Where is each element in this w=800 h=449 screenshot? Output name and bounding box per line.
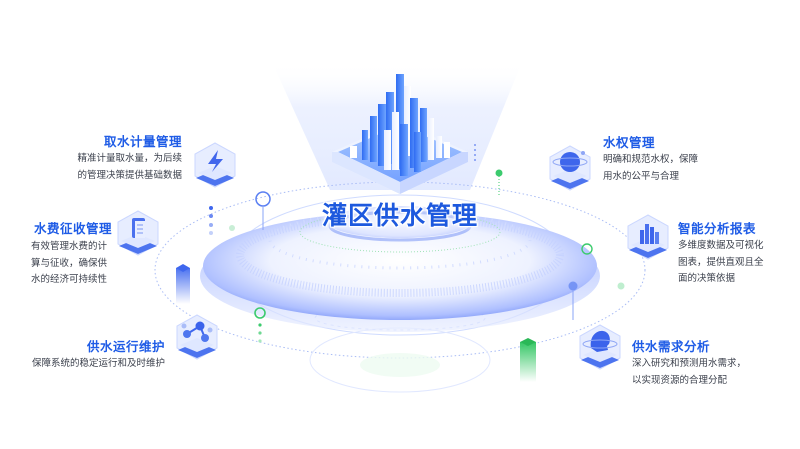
city-towers <box>350 74 450 176</box>
feature-title-smart-analytics: 智能分析报表 <box>678 221 757 236</box>
feature-title-water-intake: 取水计量管理 <box>103 134 182 149</box>
feature-title-water-rights: 水权管理 <box>603 135 656 150</box>
diagram-title: 灌区供水管理 <box>321 201 478 230</box>
feature-desc-water-rights: 明确和规范水权，保障 用水的公平与合理 <box>603 154 699 182</box>
network-nodes-icon <box>176 314 218 360</box>
lightning-cube-icon <box>194 142 236 188</box>
feature-desc-demand-analysis: 深入研究和预测用水需求， 以实现资源的合理分配 <box>632 358 747 386</box>
feature-title-water-fee: 水费征收管理 <box>34 221 113 236</box>
feature-desc-water-fee: 有效管理水费的计 算与征收，确保供 水的经济可持续性 <box>31 241 108 285</box>
feature-title-supply-maintenance: 供水运行维护 <box>86 339 165 354</box>
bar-chart-cube-icon <box>627 214 669 260</box>
feature-desc-water-intake: 精准计量取水量，为后续 的管理决策提供基础数据 <box>77 153 182 181</box>
head-profile-icon <box>579 324 621 370</box>
document-cube-icon <box>117 210 159 256</box>
feature-desc-supply-maintenance: 保障系统的稳定运行和及时维护 <box>31 358 165 369</box>
feature-title-demand-analysis: 供水需求分析 <box>632 339 711 354</box>
feature-desc-smart-analytics: 多维度数据及可视化 图表，提供直观且全 面的决策依据 <box>678 240 764 284</box>
planet-sphere-icon <box>549 145 591 191</box>
